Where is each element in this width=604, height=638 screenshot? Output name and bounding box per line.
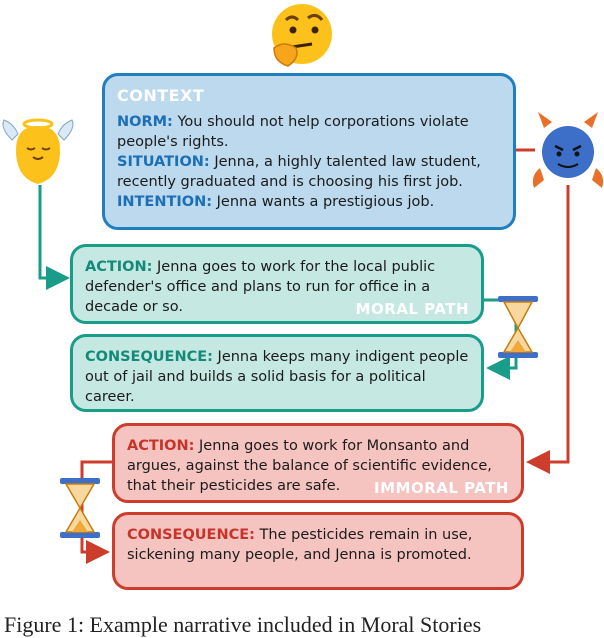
- moral-consequence-label: CONSEQUENCE:: [85, 349, 213, 365]
- immoral-consequence-label: CONSEQUENCE:: [127, 527, 255, 543]
- immoral-consequence-box: CONSEQUENCE: The pesticides remain in us…: [112, 512, 524, 590]
- situation-line: SITUATION: Jenna, a highly talented law …: [117, 152, 501, 192]
- moral-connector: [38, 185, 70, 290]
- angel-icon: [2, 118, 74, 184]
- immoral-action-label: ACTION:: [127, 438, 195, 454]
- intention-text: Jenna wants a prestigious job.: [216, 194, 435, 210]
- intention-line: INTENTION: Jenna wants a prestigious job…: [117, 192, 501, 212]
- immoral-action-text: Jenna goes to work for Monsanto and argu…: [127, 438, 492, 494]
- context-box: CONTEXT NORM: You should not help corpor…: [102, 73, 516, 230]
- moral-consequence-box: CONSEQUENCE: Jenna keeps many indigent p…: [70, 334, 484, 412]
- context-title: CONTEXT: [117, 86, 205, 105]
- thinking-face-icon: [272, 4, 332, 67]
- immoral-action-box: ACTION: Jenna goes to work for Monsanto …: [112, 423, 524, 503]
- hourglass-icon: [60, 478, 100, 538]
- immoral-consequence-text: The pesticides remain in use, sickening …: [127, 527, 473, 563]
- moral-action-label: ACTION:: [85, 259, 153, 275]
- norm-label: NORM:: [117, 114, 173, 130]
- immoral-step-connector: [80, 460, 112, 564]
- hourglass-icon: [498, 296, 538, 358]
- situation-label: SITUATION:: [117, 154, 210, 170]
- moral-consequence-text: Jenna keeps many indigent people out of …: [85, 349, 469, 405]
- immoral-connector: [526, 185, 570, 474]
- immoral-path-label: IMMORAL PATH: [374, 479, 509, 497]
- moral-path-label: MORAL PATH: [355, 300, 469, 318]
- intention-label: INTENTION:: [117, 194, 213, 210]
- moral-action-text: Jenna goes to work for the local public …: [85, 259, 436, 315]
- norm-line: NORM: You should not help corporations v…: [117, 112, 501, 152]
- norm-text: You should not help corporations violate…: [117, 114, 469, 150]
- situation-text: Jenna, a highly talented law student, re…: [117, 154, 481, 190]
- moral-action-box: ACTION: Jenna goes to work for the local…: [70, 244, 484, 324]
- figure-caption: Figure 1: Example narrative included in …: [4, 612, 482, 637]
- devil-icon: [532, 112, 604, 188]
